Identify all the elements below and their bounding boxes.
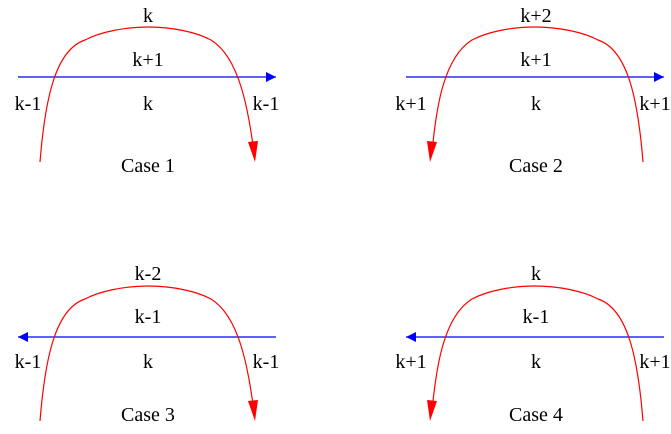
case-2-panel: k+2 k+1 k+1 k k+1 Case 2 bbox=[395, 5, 670, 177]
case-1-red-curve bbox=[39, 26, 255, 163]
case-1-red-arrowhead bbox=[248, 141, 258, 162]
case-1-left-label: k-1 bbox=[15, 93, 42, 115]
case-1-top-label: k bbox=[143, 5, 153, 27]
case-3-top-label: k-2 bbox=[135, 263, 162, 285]
case-3-caption: Case 3 bbox=[121, 404, 175, 426]
case-1-caption: Case 1 bbox=[121, 155, 175, 177]
case-2-top-label: k+2 bbox=[520, 5, 551, 27]
case-4-caption: Case 4 bbox=[509, 404, 563, 426]
case-3-center-label: k bbox=[143, 351, 153, 373]
case-1-right-label: k-1 bbox=[253, 93, 280, 115]
case-3-red-curve bbox=[39, 285, 255, 422]
case-4-right-label: k+1 bbox=[639, 351, 670, 373]
case-4-left-label: k+1 bbox=[395, 351, 426, 373]
case-4-red-curve bbox=[431, 285, 644, 422]
case-4-top-label: k bbox=[531, 263, 541, 285]
case-2-red-arrowhead bbox=[427, 141, 437, 162]
case-2-center-label: k bbox=[531, 93, 541, 115]
case-2-left-label: k+1 bbox=[395, 93, 426, 115]
case-2-red-curve bbox=[431, 26, 644, 163]
case-3-red-arrowhead bbox=[248, 400, 258, 421]
case-3-right-label: k-1 bbox=[253, 351, 280, 373]
case-1-panel: k k+1 k-1 k k-1 Case 1 bbox=[15, 5, 280, 177]
case-4-panel: k k-1 k+1 k k+1 Case 4 bbox=[395, 263, 670, 426]
case-2-right-label: k+1 bbox=[639, 93, 670, 115]
case-4-inner-label: k-1 bbox=[523, 306, 550, 328]
case-3-left-label: k-1 bbox=[15, 351, 42, 373]
case-1-center-label: k bbox=[143, 93, 153, 115]
case-4-red-arrowhead bbox=[427, 400, 437, 421]
case-4-center-label: k bbox=[531, 351, 541, 373]
case-2-caption: Case 2 bbox=[509, 155, 563, 177]
case-3-panel: k-2 k-1 k-1 k k-1 Case 3 bbox=[15, 263, 280, 426]
case-1-inner-label: k+1 bbox=[132, 49, 163, 71]
case-2-inner-label: k+1 bbox=[520, 49, 551, 71]
case-3-inner-label: k-1 bbox=[135, 306, 162, 328]
